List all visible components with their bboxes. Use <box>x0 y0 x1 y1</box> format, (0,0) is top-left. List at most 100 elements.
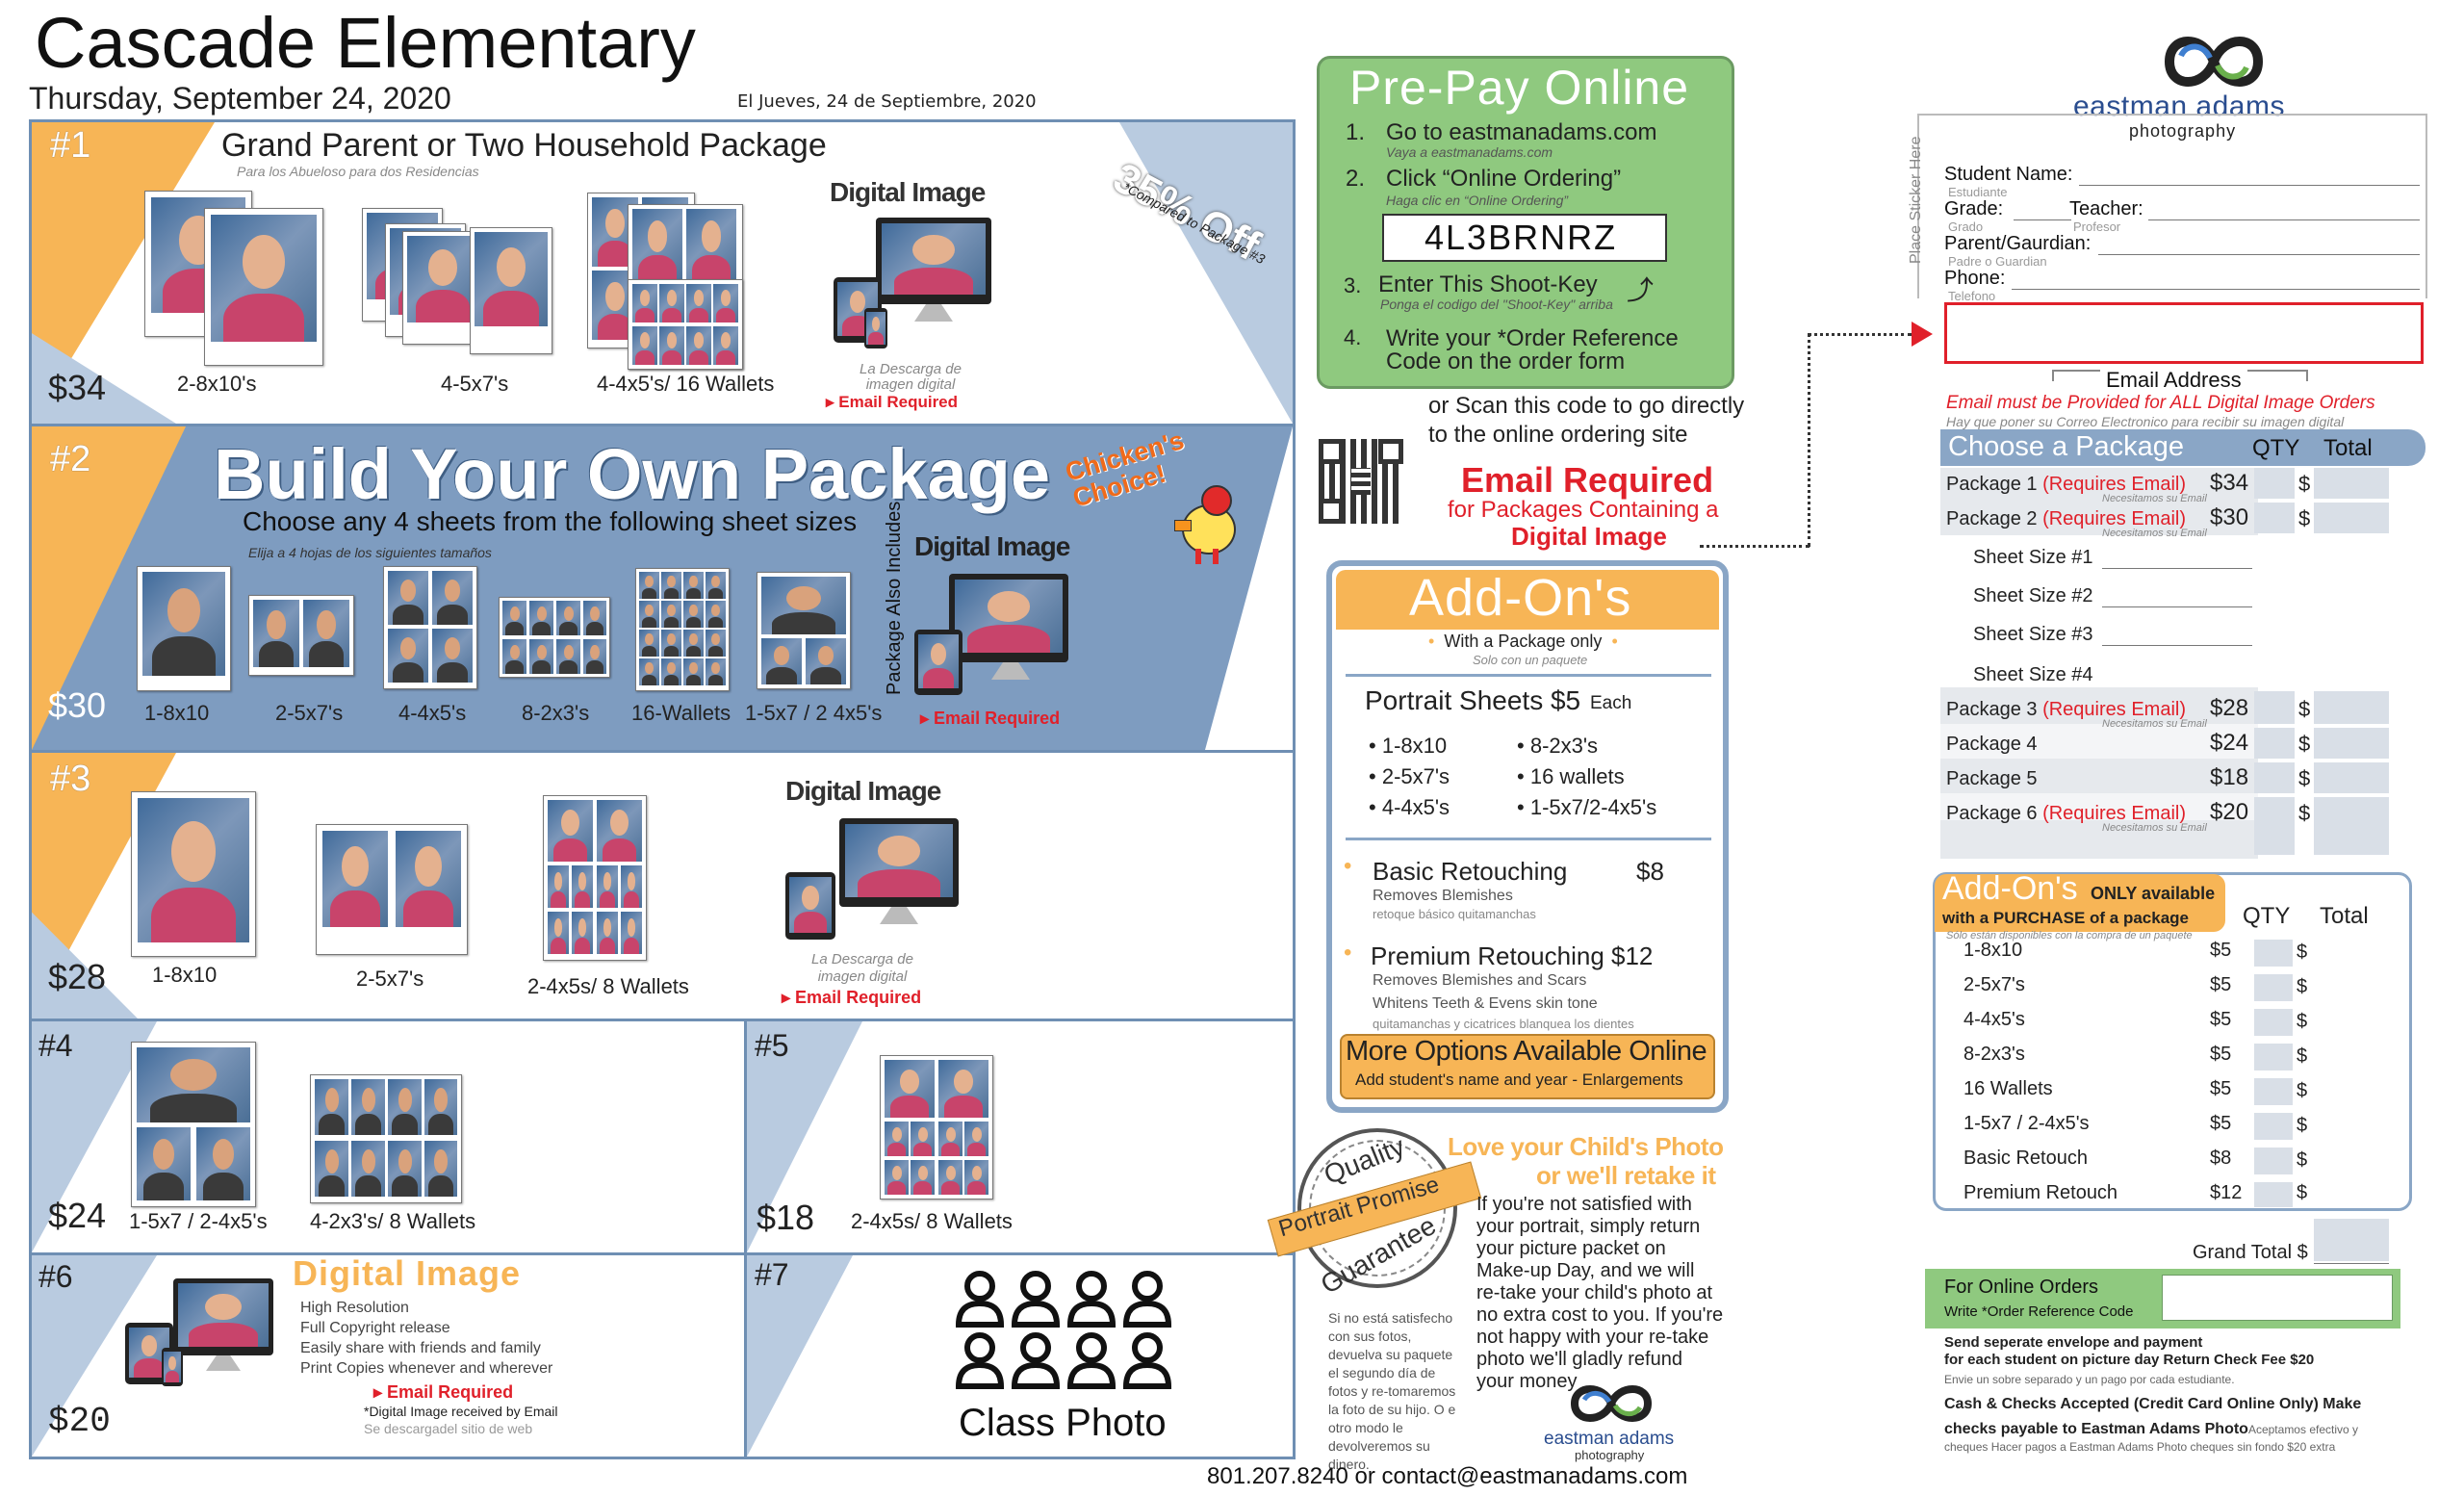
send-instructions: for each student on picture day Return C… <box>1944 1352 2315 1368</box>
phone-icon <box>864 308 887 348</box>
package-4-item: 1-5x7 / 2-4x5's <box>129 1209 268 1233</box>
qty-cell[interactable] <box>2254 1044 2293 1070</box>
student-name-line[interactable] <box>2079 185 2420 186</box>
parent-line[interactable] <box>2098 254 2420 255</box>
package-4-number: #4 <box>38 1028 73 1063</box>
total-cell[interactable] <box>2314 797 2389 855</box>
total-cell[interactable] <box>2314 468 2389 499</box>
addon-row-price: $5 <box>2210 974 2232 995</box>
package-row-label: Package 2 <box>1946 508 2038 529</box>
qty-cell[interactable] <box>2254 728 2295 759</box>
photo-5x7-sheet <box>248 595 354 676</box>
package-6-title: Digital Image <box>293 1253 522 1293</box>
grade-line[interactable] <box>2014 219 2071 220</box>
photo-8x10 <box>204 208 323 366</box>
qty-cell[interactable] <box>2254 797 2295 855</box>
package-4-item: 4-2x3's/ 8 Wallets <box>310 1209 476 1233</box>
email-address-label: Email Address <box>2100 368 2247 393</box>
prepay-title: Pre-Pay Online <box>1349 61 1690 115</box>
addon-row-label: 8-2x3's <box>1964 1044 2025 1065</box>
package-2-item: 2-5x7's <box>275 701 344 725</box>
addons-form-box <box>1933 872 2412 1211</box>
photo-8x10 <box>137 566 231 691</box>
package-2-item: 16-Wallets <box>631 701 732 725</box>
addons-rows: 1-8x10 $5 $ 2-5x7's $5 $ 4-4x5's $5 $ 8-… <box>1964 940 2397 1209</box>
package-1-digital-label: Digital Image <box>830 177 986 207</box>
qty-cell[interactable] <box>2254 503 2295 533</box>
currency-symbol: $ <box>2297 1045 2308 1067</box>
date-spanish: El Jueves, 24 de Septiembre, 2020 <box>737 91 1037 112</box>
sheet-size-label: Sheet Size #1 <box>1973 547 2093 568</box>
grade-spanish: Grado <box>1948 219 1984 234</box>
brand-name: eastman adams <box>1544 1429 1675 1449</box>
sheet-size-line[interactable] <box>2102 645 2252 646</box>
package-4-price: $24 <box>48 1196 107 1235</box>
package-row-spanish: Necesitamos su Email <box>2102 718 2207 730</box>
package-1-title-spanish: Para los Abueloso para dos Residencias <box>237 164 479 179</box>
package-2-subtitle-spanish: Elija a 4 hojas de los siguientes tamaño… <box>248 545 492 560</box>
photo-wallet-sheet <box>635 568 730 691</box>
email-required-text: Email Required <box>795 988 922 1007</box>
total-cell[interactable] <box>2314 691 2389 724</box>
qty-cell[interactable] <box>2254 468 2295 499</box>
teacher-line[interactable] <box>2148 219 2420 220</box>
qty-cell[interactable] <box>2254 691 2295 724</box>
teacher-label: Teacher: <box>2069 198 2143 219</box>
qty-cell[interactable] <box>2254 974 2293 1001</box>
order-reference-input[interactable] <box>2162 1275 2393 1321</box>
package-row-bg <box>1940 468 2258 535</box>
qty-cell[interactable] <box>2254 1113 2293 1140</box>
package-row-price: $30 <box>2210 504 2249 530</box>
photo-wallet-sheet <box>628 279 743 370</box>
package-5-panel <box>747 1021 1293 1252</box>
prepay-step-number: 1. <box>1346 119 1366 145</box>
package-5-price: $18 <box>757 1198 815 1237</box>
email-input[interactable] <box>1944 302 2424 364</box>
email-required-line-3: Digital Image <box>1511 522 1667 551</box>
total-cell[interactable] <box>2314 503 2389 533</box>
total-cell[interactable] <box>2314 728 2389 759</box>
package-row-bg <box>1940 724 2258 759</box>
dotted-connector <box>1808 333 1810 547</box>
qty-cell[interactable] <box>2254 762 2295 793</box>
qty-cell[interactable] <box>2254 940 2293 967</box>
sheet-size-label: Sheet Size #3 <box>1973 624 2093 645</box>
addon-row-price: $8 <box>2210 1148 2232 1169</box>
more-options-title: More Options Available Online <box>1346 1036 1707 1067</box>
monitor-icon <box>839 818 959 907</box>
contact-info[interactable]: 801.207.8240 or contact@eastmanadams.com <box>1207 1463 1688 1489</box>
qty-cell[interactable] <box>2254 1078 2293 1105</box>
send-instructions: Send seperate envelope and payment <box>1944 1334 2203 1351</box>
total-cell[interactable] <box>2314 762 2389 793</box>
choose-package-header <box>1940 429 2426 466</box>
sheet-size-line[interactable] <box>2102 606 2252 607</box>
package-1-title: Grand Parent or Two Household Package <box>221 127 827 164</box>
sheet-size-line[interactable] <box>2102 568 2252 569</box>
package-row-requires: (Requires Email) <box>2042 474 2187 495</box>
package-row-spanish: Necesitamos su Email <box>2102 822 2207 834</box>
currency-symbol: $ <box>2297 1115 2308 1136</box>
package-6-feature: Easily share with friends and family <box>300 1340 541 1356</box>
qty-cell[interactable] <box>2254 1009 2293 1036</box>
package-6-feature: Print Copies whenever and wherever <box>300 1360 553 1377</box>
prepay-step-1-spanish: Vaya a eastmanadams.com <box>1386 144 1553 160</box>
qty-cell[interactable] <box>2254 1182 2293 1207</box>
package-3-item: 2-5x7's <box>356 967 424 991</box>
guarantee-line: re-take your child's photo at <box>1476 1282 1713 1303</box>
premium-retouching-title: Premium Retouching $12 <box>1371 941 1654 970</box>
package-row: Package 5 <box>1946 768 2038 790</box>
photo-4x5-wallet-sheet <box>880 1055 993 1199</box>
phone-line[interactable] <box>2012 289 2420 290</box>
grand-total-cell[interactable] <box>2314 1219 2389 1261</box>
school-name: Cascade Elementary <box>35 3 696 83</box>
package-row-price: $28 <box>2210 695 2249 721</box>
more-options-banner[interactable] <box>1340 1034 1715 1099</box>
package-2-subtitle: Choose any 4 sheets from the following s… <box>243 506 858 536</box>
package-row-label: Package 3 <box>1946 699 2038 720</box>
qty-cell[interactable] <box>2254 1148 2293 1174</box>
package-2-price: $30 <box>48 685 107 725</box>
package-2-number: #2 <box>50 439 91 479</box>
qr-code-icon[interactable] <box>1319 439 1403 524</box>
shoot-key-box[interactable] <box>1382 214 1667 262</box>
package-row-requires: (Requires Email) <box>2042 803 2187 824</box>
